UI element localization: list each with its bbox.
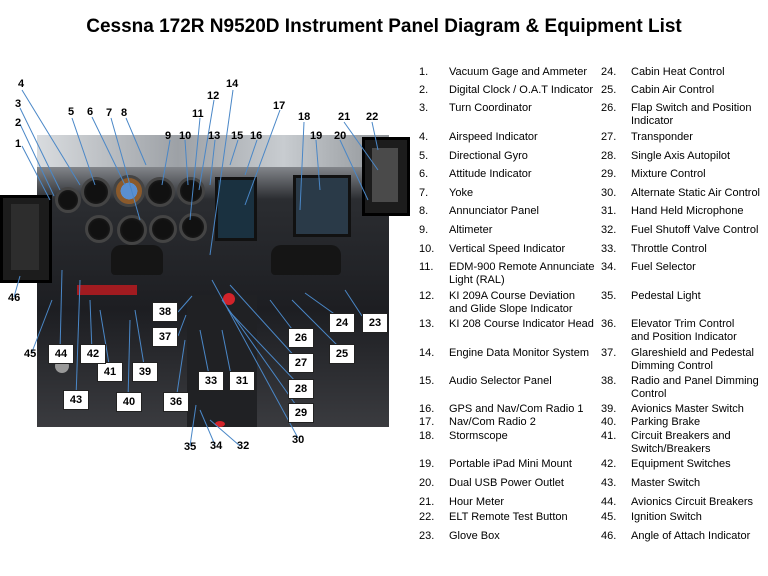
callout-37: 37: [152, 327, 178, 347]
callout-2: 2: [15, 117, 22, 129]
callout-8: 8: [121, 107, 128, 119]
callout-44: 44: [48, 344, 74, 364]
callout-21: 21: [338, 111, 351, 123]
course-head-gauge: [179, 213, 207, 241]
callout-27: 27: [288, 353, 314, 373]
callout-1: 1: [15, 138, 22, 150]
heading-gauge: [117, 215, 147, 245]
callout-39: 39: [132, 362, 158, 382]
callout-25: 25: [329, 344, 355, 364]
callout-33: 33: [198, 371, 224, 391]
callout-14: 14: [226, 78, 239, 90]
callout-29: 29: [288, 403, 314, 423]
callout-35: 35: [184, 441, 197, 453]
elt-hour-inset: [362, 137, 410, 216]
callout-16: 16: [250, 130, 263, 142]
callout-5: 5: [68, 106, 75, 118]
ipad-screen: [293, 175, 351, 237]
callout-26: 26: [288, 328, 314, 348]
callout-6: 6: [87, 106, 94, 118]
callout-12: 12: [207, 90, 220, 102]
mixture-knob: [223, 293, 235, 305]
callout-7: 7: [106, 107, 113, 119]
callout-18: 18: [298, 111, 311, 123]
callout-40: 40: [116, 392, 142, 412]
callout-11: 11: [192, 108, 204, 120]
callout-22: 22: [366, 111, 379, 123]
callout-42: 42: [80, 344, 106, 364]
cdi-gauge: [177, 177, 205, 205]
callout-43: 43: [63, 390, 89, 410]
equipment-list: 1.Vacuum Gage and Ammeter 2.Digital Cloc…: [419, 66, 761, 542]
callout-41: 41: [97, 362, 123, 382]
attitude-gauge: [113, 175, 145, 207]
callout-46: 46: [8, 292, 21, 304]
callout-24: 24: [329, 313, 355, 333]
right-yoke: [271, 245, 341, 275]
callout-36: 36: [163, 392, 189, 412]
altimeter-gauge: [145, 177, 175, 207]
callout-19: 19: [310, 130, 323, 142]
callout-15: 15: [231, 130, 244, 142]
fuel-shutoff-knob: [215, 421, 225, 427]
vsi-gauge: [149, 215, 177, 243]
callout-3: 3: [15, 98, 22, 110]
callout-23: 23: [362, 313, 388, 333]
callout-34: 34: [210, 440, 223, 452]
callout-13: 13: [208, 130, 221, 142]
left-yoke: [111, 245, 163, 275]
page-title: Cessna 172R N9520D Instrument Panel Diag…: [86, 16, 682, 37]
callout-4: 4: [18, 78, 25, 90]
callout-45: 45: [24, 348, 37, 360]
switch-panel: [77, 285, 137, 295]
aoa-indicator: [11, 204, 39, 270]
callout-17: 17: [273, 100, 286, 112]
callout-20: 20: [334, 130, 347, 142]
callout-10: 10: [179, 130, 192, 142]
callout-9: 9: [165, 130, 172, 142]
callout-31: 31: [229, 371, 255, 391]
callout-38: 38: [152, 302, 178, 322]
elt-hour-panel: [372, 148, 398, 202]
gps-screen: [215, 177, 257, 241]
callout-30: 30: [292, 434, 305, 446]
aoa-inset: [0, 195, 52, 283]
vacuum-ammeter-gauge: [55, 187, 81, 213]
turn-coordinator-gauge: [85, 215, 113, 243]
callout-28: 28: [288, 379, 314, 399]
airspeed-gauge: [81, 177, 111, 207]
callout-32: 32: [237, 440, 250, 452]
center-pedestal: [187, 295, 257, 427]
